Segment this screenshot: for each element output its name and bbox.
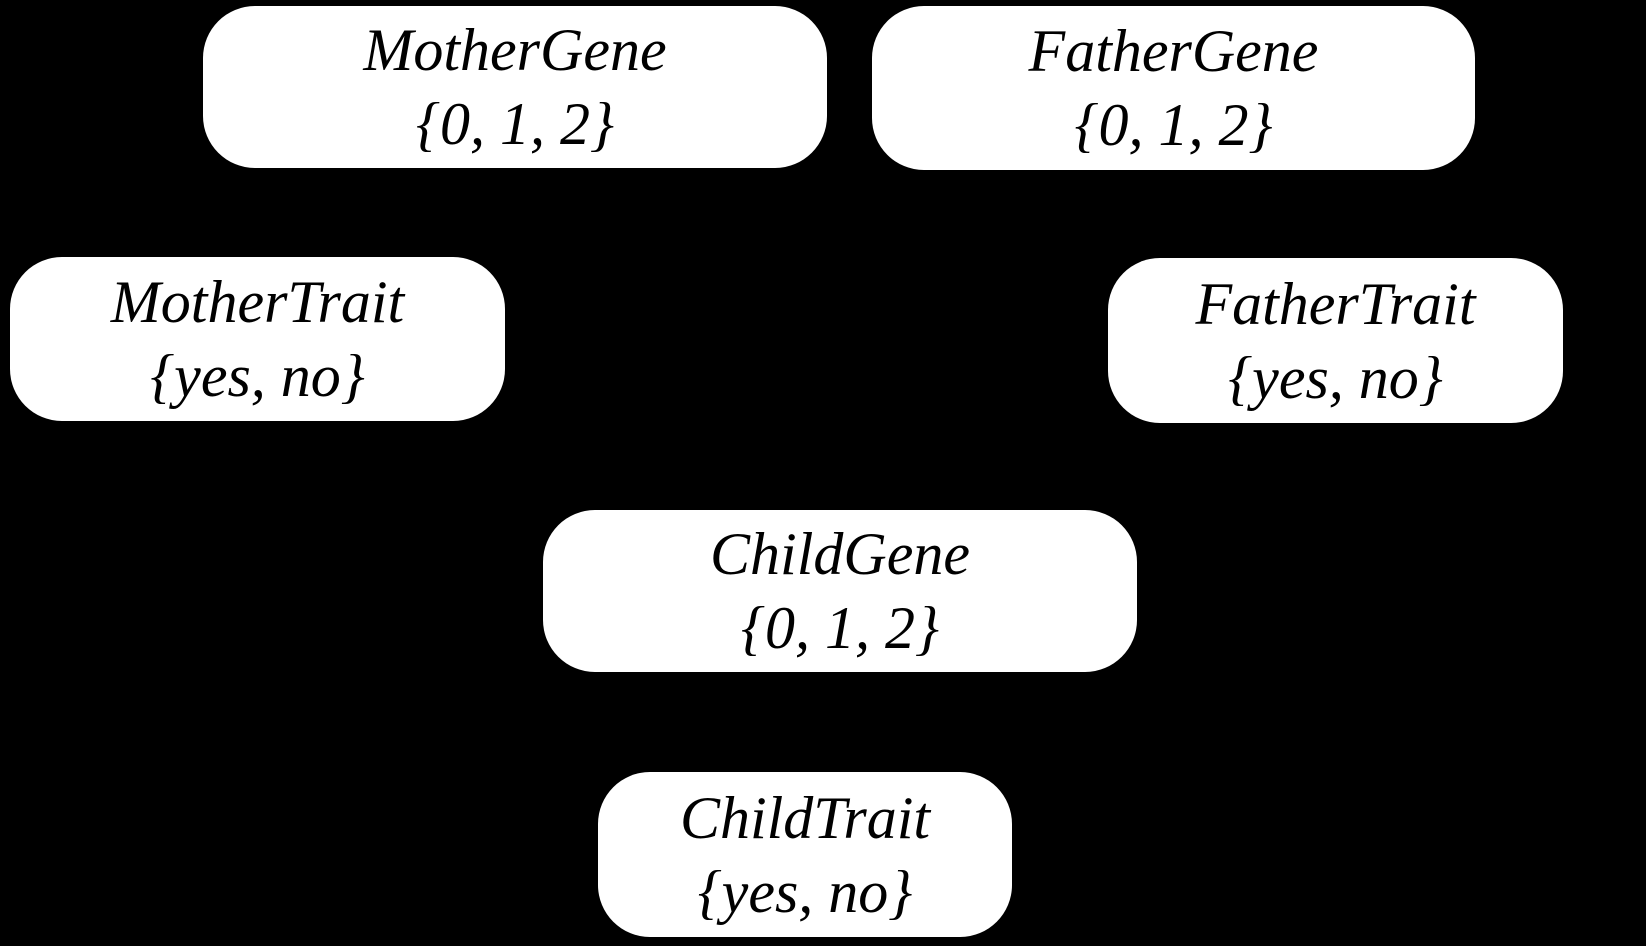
node-label: ChildGene: [710, 521, 970, 587]
node-label: ChildTrait: [679, 784, 931, 851]
node-values: {0, 1, 2}: [1074, 92, 1273, 158]
node-child-trait: ChildTrait {yes, no}: [598, 772, 1012, 937]
node-values: {0, 1, 2}: [741, 595, 939, 661]
node-values: {0, 1, 2}: [416, 91, 614, 157]
node-values: {yes, no}: [150, 343, 365, 409]
node-values: {yes, no}: [1228, 344, 1443, 411]
node-label: MotherTrait: [110, 269, 405, 335]
node-father-trait: FatherTrait {yes, no}: [1108, 258, 1563, 423]
node-mother-trait: MotherTrait {yes, no}: [10, 257, 505, 421]
node-label: MotherGene: [363, 17, 667, 83]
node-child-gene: ChildGene {0, 1, 2}: [543, 510, 1137, 672]
node-label: FatherTrait: [1195, 270, 1476, 337]
node-label: FatherGene: [1028, 18, 1319, 84]
node-values: {yes, no}: [697, 858, 913, 925]
node-mother-gene: MotherGene {0, 1, 2}: [203, 6, 827, 168]
node-father-gene: FatherGene {0, 1, 2}: [872, 6, 1475, 170]
